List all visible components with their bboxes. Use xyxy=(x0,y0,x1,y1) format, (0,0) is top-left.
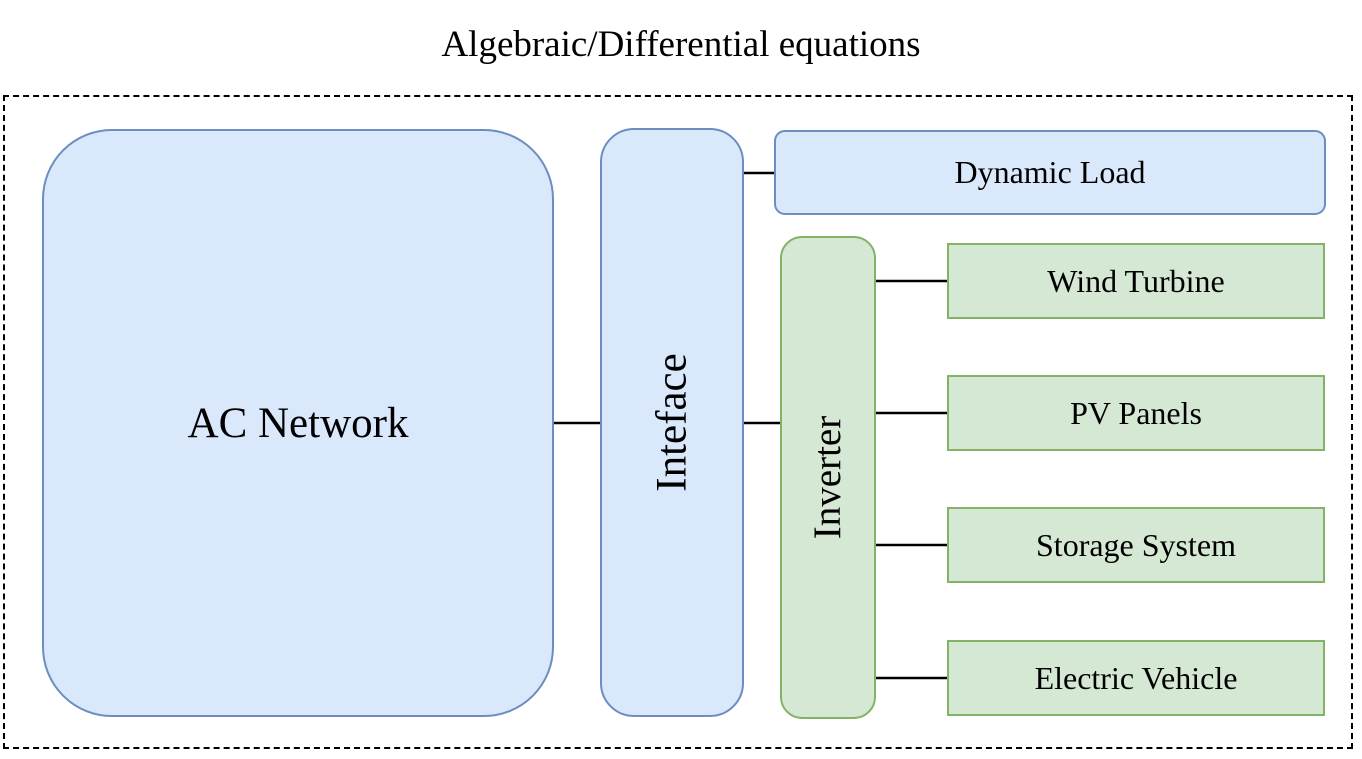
wind-turbine-label: Wind Turbine xyxy=(1047,262,1225,299)
electric-vehicle-label: Electric Vehicle xyxy=(1034,659,1238,696)
storage-system-block: Storage System xyxy=(947,507,1325,583)
storage-system-label: Storage System xyxy=(1036,526,1236,563)
inverter-label: Inverter xyxy=(806,415,850,540)
electric-vehicle-block: Electric Vehicle xyxy=(947,640,1325,716)
interface-label: Inteface xyxy=(648,353,696,492)
interface-block: Inteface xyxy=(600,128,744,717)
dynamic-load-block: Dynamic Load xyxy=(774,130,1326,215)
ac-network-label: AC Network xyxy=(187,399,409,447)
equations-boundary xyxy=(3,95,1353,749)
inverter-block: Inverter xyxy=(780,236,876,719)
dynamic-load-label: Dynamic Load xyxy=(954,154,1146,190)
ac-network-block: AC Network xyxy=(42,129,554,717)
pv-panels-block: PV Panels xyxy=(947,375,1325,451)
diagram-title: Algebraic/Differential equations xyxy=(441,24,921,65)
pv-panels-label: PV Panels xyxy=(1070,394,1202,431)
wind-turbine-block: Wind Turbine xyxy=(947,243,1325,319)
